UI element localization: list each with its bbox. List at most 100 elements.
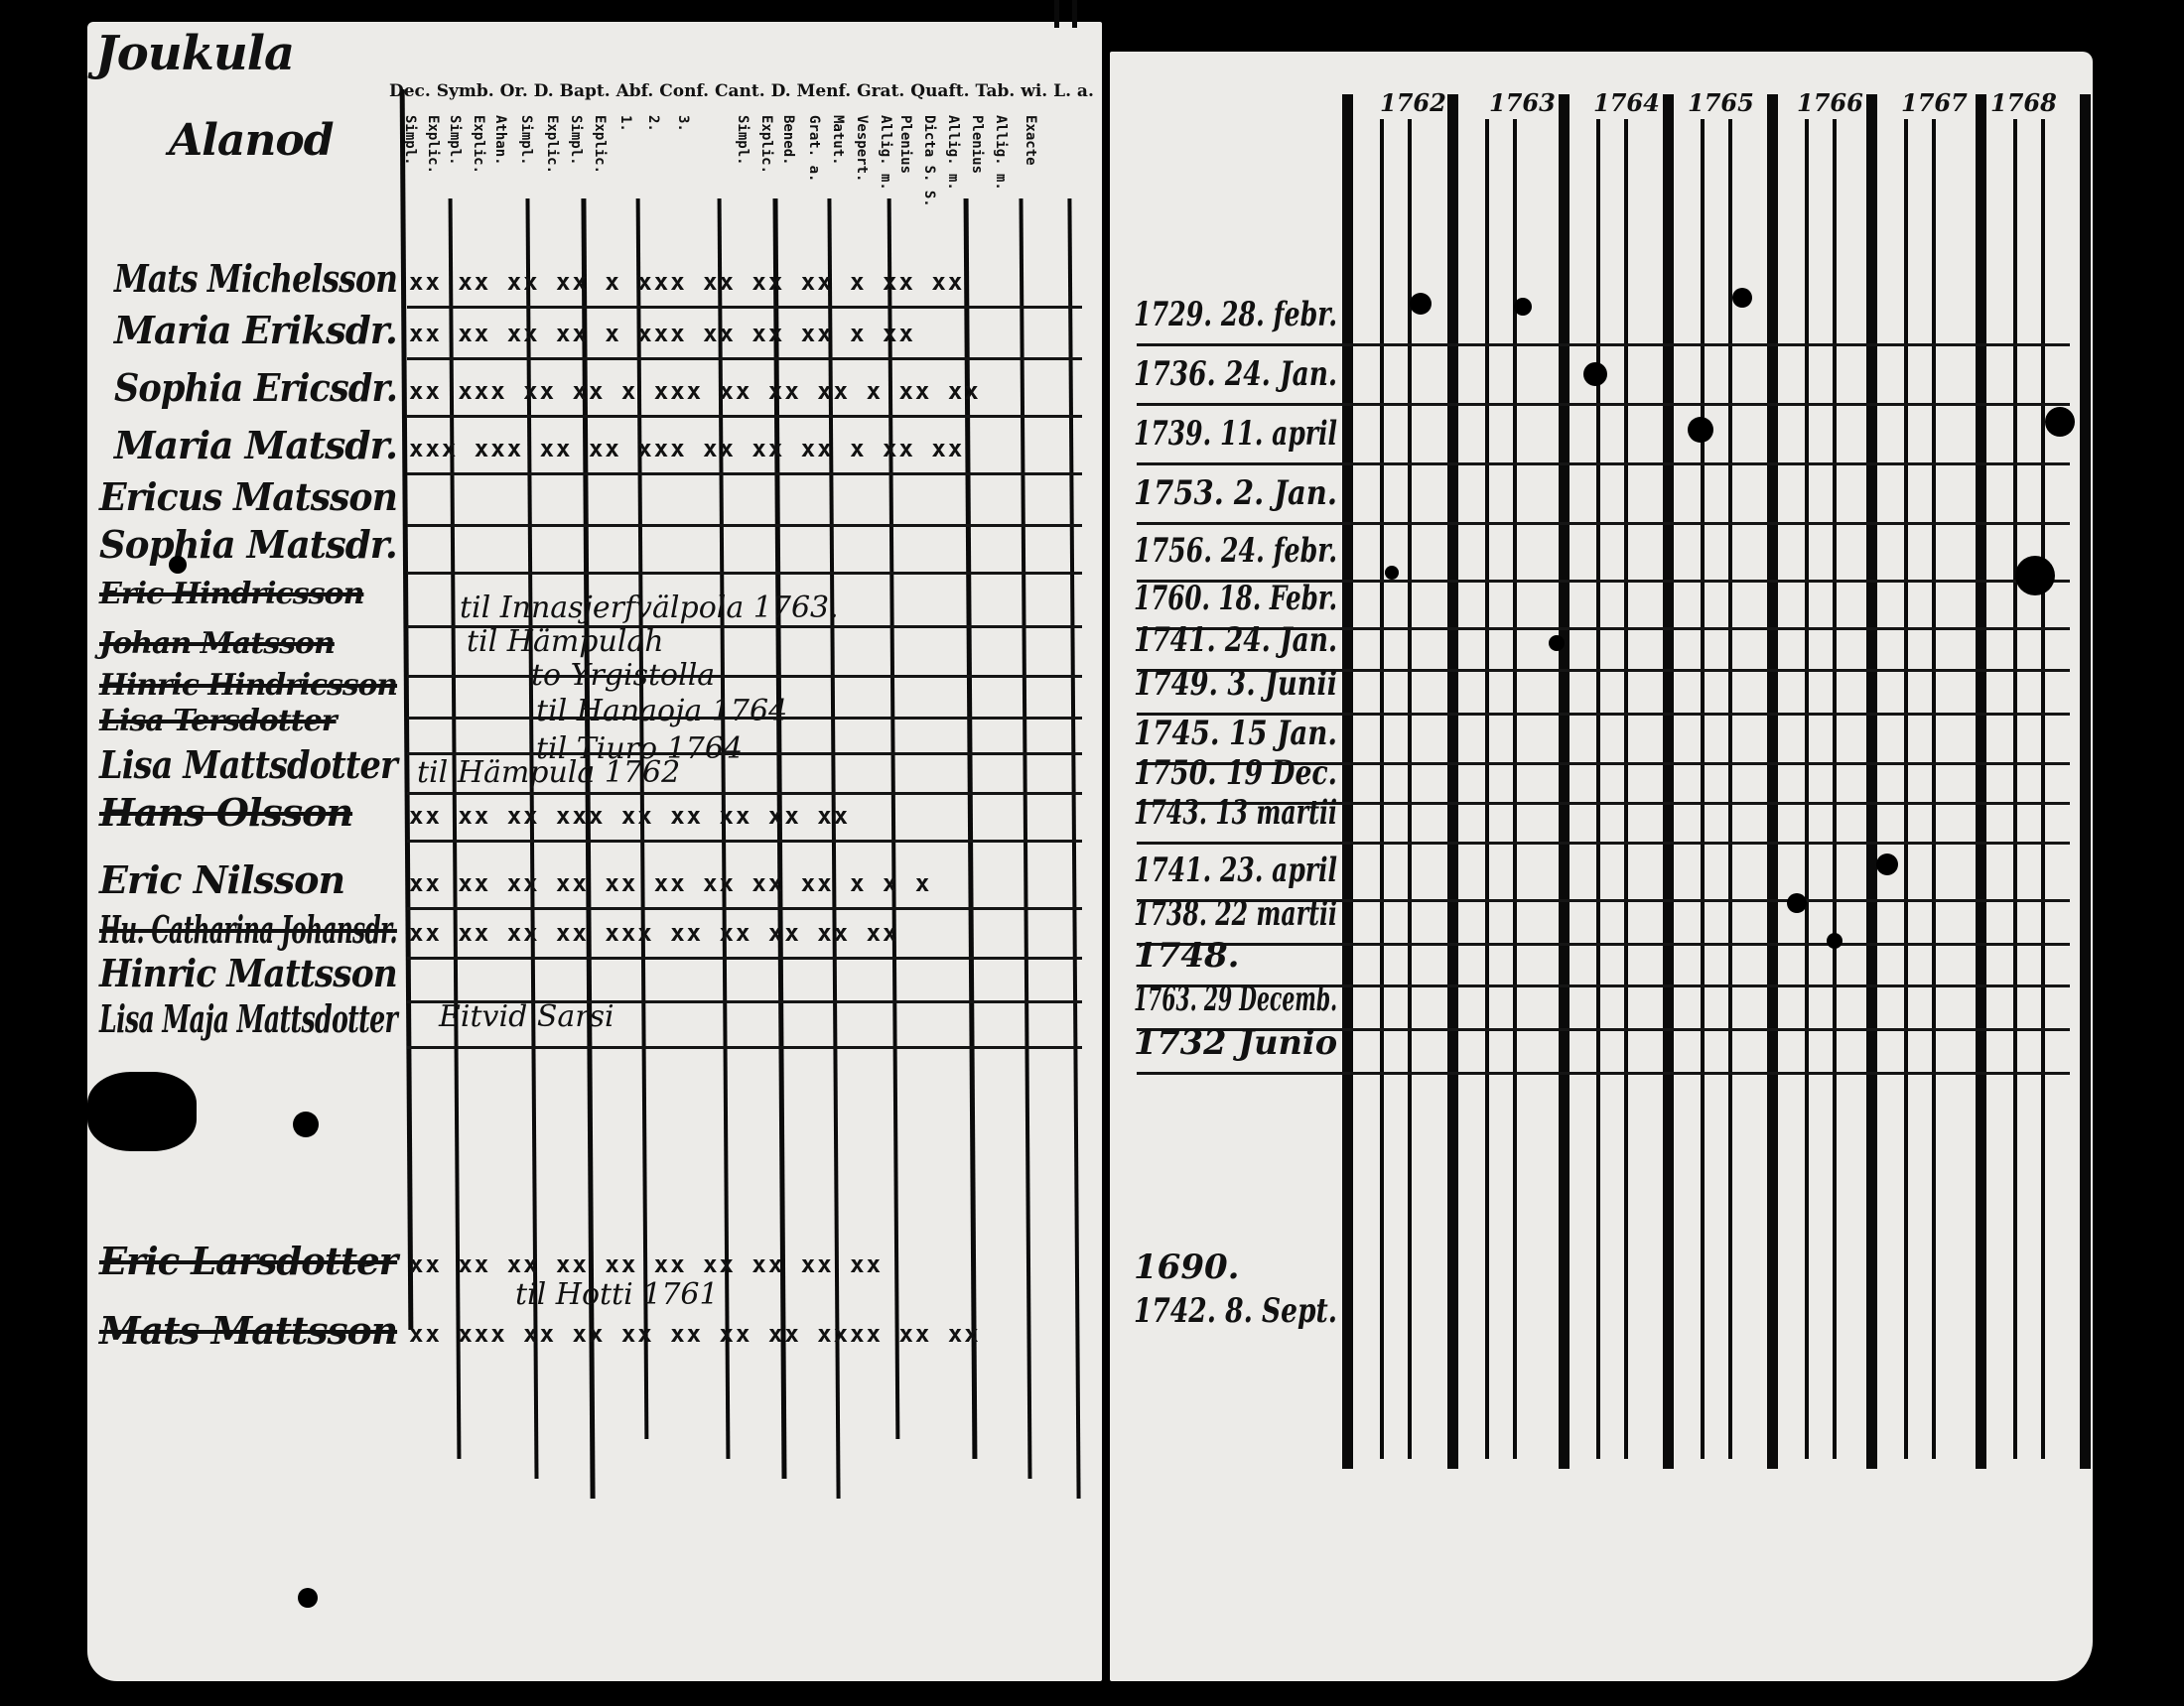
ink-blot: [1549, 635, 1565, 651]
confirmation-marks: xx xx xx xxx xx xx xx xx xx: [409, 802, 851, 830]
ink-blot: [1787, 893, 1807, 913]
row-rule: [1137, 1028, 2070, 1031]
sub-column-rule: [1596, 119, 1600, 1459]
year-column-rule: [1447, 94, 1458, 1469]
person-name: Eric Larsdotter: [99, 1239, 398, 1283]
year-header: 1764: [1593, 88, 1660, 117]
year-header: 1763: [1489, 88, 1556, 117]
person-name: Eric Hindricsson: [99, 577, 364, 611]
birth-date: 1760. 18. Febr.: [1134, 579, 1338, 618]
page-heading-farm: Alanod: [169, 115, 334, 166]
row-rule: [407, 472, 1082, 475]
ink-blot: [2015, 556, 2055, 595]
row-rule: [1137, 669, 2070, 672]
birth-date: 1690.: [1134, 1247, 1240, 1287]
person-name: Hinric Mattsson: [99, 951, 398, 995]
birth-date: 1763. 29 Decemb.: [1134, 980, 1338, 1019]
column-sublabel: Allig. m.: [878, 115, 893, 191]
confirmation-marks: xx xxx xx xx xx xx xx xx xxxx xx xx: [409, 1320, 981, 1348]
annotation-note: til Hämpula 1762: [417, 755, 681, 790]
column-sublabel: Explic.: [471, 115, 486, 175]
row-rule: [407, 625, 1082, 628]
column-sublabel: 1.: [617, 115, 633, 132]
year-header: 1765: [1688, 88, 1754, 117]
person-name: Mats Mattsson: [99, 1308, 398, 1353]
row-rule: [407, 717, 1082, 720]
row-rule: [1137, 842, 2070, 845]
column-sublabel: Simpl.: [402, 115, 418, 166]
column-sublabel: Dicta S. S.: [921, 115, 937, 207]
ink-blot: [1410, 293, 1432, 315]
column-header: Dec. Symb. Or. D. Bapt. Abf. Conf. Cant.…: [389, 81, 1094, 101]
column-sublabel: Allig. m.: [993, 115, 1009, 191]
confirmation-marks: xx xx xx xx xx xx xx xx xx xx: [409, 1250, 884, 1278]
ink-blot: [1688, 417, 1713, 443]
confirmation-marks: xx xxx xx xx x xxx xx xx xx x xx xx: [409, 377, 981, 405]
year-column-rule: [1767, 94, 1778, 1469]
row-rule: [407, 524, 1082, 527]
person-name: Hu. Catharina Johansdr.: [99, 907, 398, 952]
row-rule: [407, 306, 1082, 309]
birth-date: 1748.: [1134, 936, 1240, 976]
ink-blot: [1385, 566, 1399, 580]
ink-blot: [1514, 298, 1532, 316]
row-rule: [1137, 403, 2070, 406]
column-sublabel: Exacte: [1023, 115, 1038, 166]
birth-date: 1741. 24. Jan.: [1134, 620, 1338, 660]
year-header: 1767: [1901, 88, 1968, 117]
birth-date: 1743. 13 martii: [1134, 793, 1337, 833]
annotation-note: til Hotti 1761: [515, 1277, 719, 1312]
annotation-note: til Hämpulah: [467, 624, 664, 659]
person-name: Lisa Tersdotter: [99, 704, 338, 738]
row-rule: [407, 1046, 1082, 1049]
column-sublabel: Explic.: [425, 115, 441, 175]
birth-date: 1738. 22 martii: [1134, 894, 1337, 934]
sub-column-rule: [1485, 119, 1489, 1459]
birth-date: 1749. 3. Junii: [1134, 664, 1338, 704]
ink-blot: [169, 556, 187, 574]
row-rule: [1137, 522, 2070, 525]
sub-column-rule: [1904, 119, 1908, 1459]
column-sublabel: Simpl.: [518, 115, 534, 166]
ink-blot: [1876, 853, 1898, 875]
row-rule: [1137, 713, 2070, 716]
ink-blot: [1583, 362, 1607, 386]
column-sublabel: Simpl.: [568, 115, 584, 166]
row-rule: [1137, 802, 2070, 805]
sub-column-rule: [1701, 119, 1705, 1459]
column-sublabel: Grat. a.: [806, 115, 822, 183]
person-name: Eric Nilsson: [99, 857, 345, 902]
gutter-mark: [1054, 0, 1059, 28]
row-rule: [407, 752, 1082, 755]
left-page: [87, 22, 1102, 1681]
confirmation-marks: xx xx xx xx x xxx xx xx xx x xx xx: [409, 268, 965, 296]
sub-column-rule: [1833, 119, 1837, 1459]
birth-date: 1756. 24. febr.: [1134, 531, 1338, 571]
year-column-rule: [1559, 94, 1570, 1469]
row-rule: [407, 957, 1082, 960]
column-sublabel: Simpl.: [735, 115, 751, 166]
person-name: Sophia Ericsdr.: [114, 365, 398, 410]
confirmation-marks: xx xx xx xx xxx xx xx xx xx xx: [409, 919, 899, 947]
person-name: Lisa Maja Mattsdotter: [99, 996, 398, 1041]
birth-date: 1753. 2. Jan.: [1134, 473, 1337, 513]
ink-blot: [293, 1112, 319, 1137]
birth-date: 1736. 24. Jan.: [1134, 354, 1338, 394]
column-sublabel: Plenius: [969, 115, 985, 175]
sub-column-rule: [1728, 119, 1732, 1459]
row-rule: [1137, 943, 2070, 946]
sub-column-rule: [1805, 119, 1809, 1459]
confirmation-marks: xxx xxx xx xx xxx xx xx xx x xx xx: [409, 435, 965, 462]
row-rule: [1137, 1072, 2070, 1075]
annotation-note: til Tiuro 1764: [536, 731, 743, 766]
birth-date: 1739. 11. april: [1134, 414, 1337, 454]
confirmation-marks: xx xx xx xx x xxx xx xx xx x xx: [409, 320, 915, 347]
year-header: 1766: [1797, 88, 1863, 117]
birth-date: 1729. 28. febr.: [1134, 295, 1338, 334]
gutter-mark: [1072, 0, 1077, 28]
row-rule: [1137, 762, 2070, 765]
year-header: 1762: [1380, 88, 1446, 117]
birth-date: 1732 Junio: [1134, 1023, 1338, 1063]
person-name: Johan Matsson: [99, 626, 336, 661]
annotation-note: til Hanaoja 1764: [536, 694, 788, 728]
